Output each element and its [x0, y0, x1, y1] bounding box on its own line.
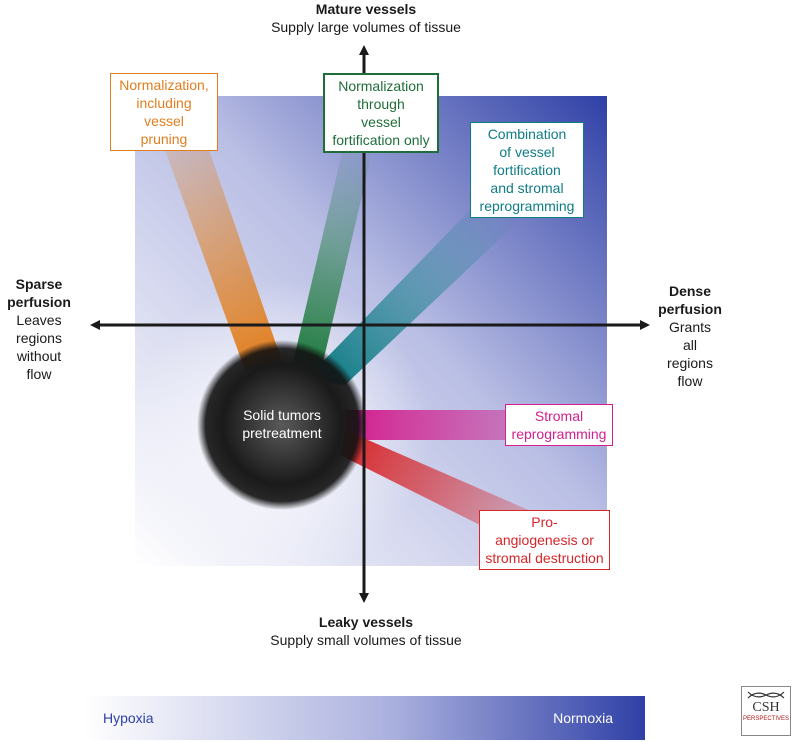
- pruning-box: Normalization, including vessel pruning: [110, 73, 218, 151]
- fortification-line-2: through: [357, 96, 405, 112]
- stromal-line-1: Stromal: [534, 408, 584, 424]
- tumor-label-line-1: Solid tumors: [243, 407, 321, 423]
- top-axis-label: Mature vessels Supply large volumes of t…: [230, 0, 502, 36]
- combination-line-4: and stromal: [490, 180, 564, 196]
- fortification-line-4: fortification only: [332, 132, 430, 148]
- pruning-line-1: Normalization,: [119, 77, 209, 93]
- left-axis-sub-1: Leaves: [16, 312, 62, 328]
- left-axis-title-1: Sparse: [15, 276, 63, 292]
- logo-perspectives-text: PERSPECTIVES: [742, 716, 789, 722]
- left-axis-sub-3: without: [16, 348, 62, 364]
- bottom-axis-subtitle: Supply small volumes of tissue: [270, 632, 462, 648]
- proangio-line-1: Pro-: [531, 514, 558, 530]
- bottom-axis-label: Leaky vessels Supply small volumes of ti…: [230, 613, 502, 649]
- fortification-beam: [290, 140, 375, 375]
- oxygen-scale-bar: Hypoxia Normoxia: [85, 696, 645, 740]
- combination-beam: [305, 205, 525, 385]
- tumor-label: Solid tumors pretreatment: [212, 406, 352, 442]
- combination-line-1: Combination: [487, 126, 567, 142]
- tumor-label-line-2: pretreatment: [242, 425, 322, 441]
- combination-line-5: reprogramming: [479, 198, 575, 214]
- stromal-line-2: reprogramming: [511, 426, 607, 442]
- stromal-box: Stromal reprogramming: [505, 404, 613, 446]
- fortification-box: Normalization through vessel fortificati…: [323, 73, 439, 153]
- proangio-line-3: stromal destruction: [485, 550, 604, 566]
- proangio-box: Pro- angiogenesis or stromal destruction: [479, 510, 610, 570]
- fortification-line-3: vessel: [361, 114, 401, 130]
- right-axis-title-2: perfusion: [658, 301, 722, 317]
- pruning-line-2: including: [136, 95, 192, 111]
- hypoxia-label: Hypoxia: [103, 710, 154, 726]
- left-axis-title-2: perfusion: [7, 294, 71, 310]
- normoxia-label: Normoxia: [553, 710, 613, 726]
- pruning-beam: [145, 95, 285, 370]
- bottom-axis-title: Leaky vessels: [318, 614, 414, 630]
- dna-helix-icon: [747, 691, 785, 699]
- pruning-line-3: vessel: [144, 113, 184, 129]
- right-axis-sub-4: flow: [677, 373, 703, 389]
- fortification-line-1: Normalization: [338, 78, 424, 94]
- right-axis-label: Dense perfusion Grants all regions flow: [654, 282, 726, 390]
- right-axis-title-1: Dense: [668, 283, 712, 299]
- left-axis-label: Sparse perfusion Leaves regions without …: [0, 275, 78, 383]
- proangio-line-2: angiogenesis or: [495, 532, 594, 548]
- logo-csh-text: CSH: [752, 700, 780, 715]
- left-axis-sub-2: regions: [16, 330, 62, 346]
- right-axis-sub-3: regions: [667, 355, 713, 371]
- combination-line-3: fortification: [493, 162, 561, 178]
- right-axis-sub-1: Grants: [668, 319, 711, 335]
- left-axis-sub-4: flow: [26, 366, 52, 382]
- combination-box: Combination of vessel fortification and …: [470, 122, 584, 218]
- pruning-line-4: pruning: [140, 131, 188, 147]
- right-axis-sub-2: all: [682, 337, 697, 353]
- tumor-circle: [197, 340, 367, 510]
- top-axis-title: Mature vessels: [315, 1, 417, 17]
- top-axis-subtitle: Supply large volumes of tissue: [271, 19, 461, 35]
- csh-perspectives-logo: CSH PERSPECTIVES: [741, 686, 791, 736]
- combination-line-2: of vessel: [499, 144, 555, 160]
